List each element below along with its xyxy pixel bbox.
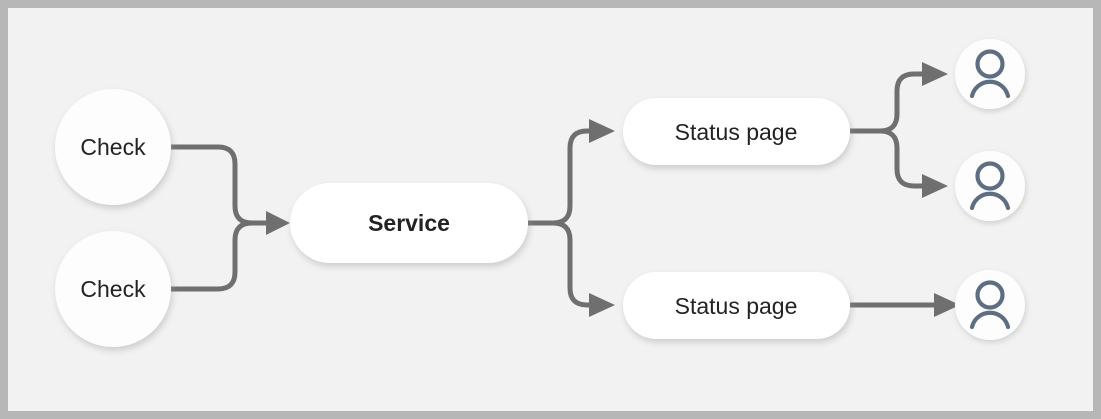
node-status-page-2-label: Status page: [675, 293, 798, 319]
edge-check-2-to-service: [165, 220, 270, 292]
edge-layer: [165, 62, 960, 317]
arrow-head-into-status-page-1: [589, 119, 615, 143]
arrow-head-into-user-2: [922, 174, 948, 198]
user-icon: [969, 280, 1011, 330]
user-icon: [969, 161, 1011, 211]
node-user-1[interactable]: [955, 39, 1025, 109]
node-status-page-2[interactable]: Status page: [623, 272, 850, 339]
edge-service-to-status-page-2: [528, 220, 591, 308]
node-check-1[interactable]: Check: [55, 89, 171, 205]
edge-status-page-1-to-user-1: [850, 71, 924, 134]
node-check-2[interactable]: Check: [55, 231, 171, 347]
arrow-head-into-service: [266, 211, 290, 235]
edge-status-page-1-to-user-2: [850, 128, 924, 189]
arrow-head-into-user-3: [934, 293, 960, 317]
node-user-3[interactable]: [955, 270, 1025, 340]
node-check-2-label: Check: [80, 276, 146, 302]
arrow-head-into-user-1: [922, 62, 948, 86]
arrow-head-into-status-page-2: [589, 293, 615, 317]
edge-service-to-status-page-1: [528, 128, 591, 226]
node-service-label: Service: [368, 210, 450, 236]
user-icon: [969, 49, 1011, 99]
edge-check-1-to-service: [165, 144, 270, 226]
node-service[interactable]: Service: [290, 183, 528, 263]
node-user-2[interactable]: [955, 151, 1025, 221]
node-status-page-1-label: Status page: [675, 119, 798, 145]
node-status-page-1[interactable]: Status page: [623, 98, 850, 165]
node-check-1-label: Check: [80, 134, 146, 160]
diagram-canvas: Check Check Service Status page Status p…: [55, 39, 1025, 347]
